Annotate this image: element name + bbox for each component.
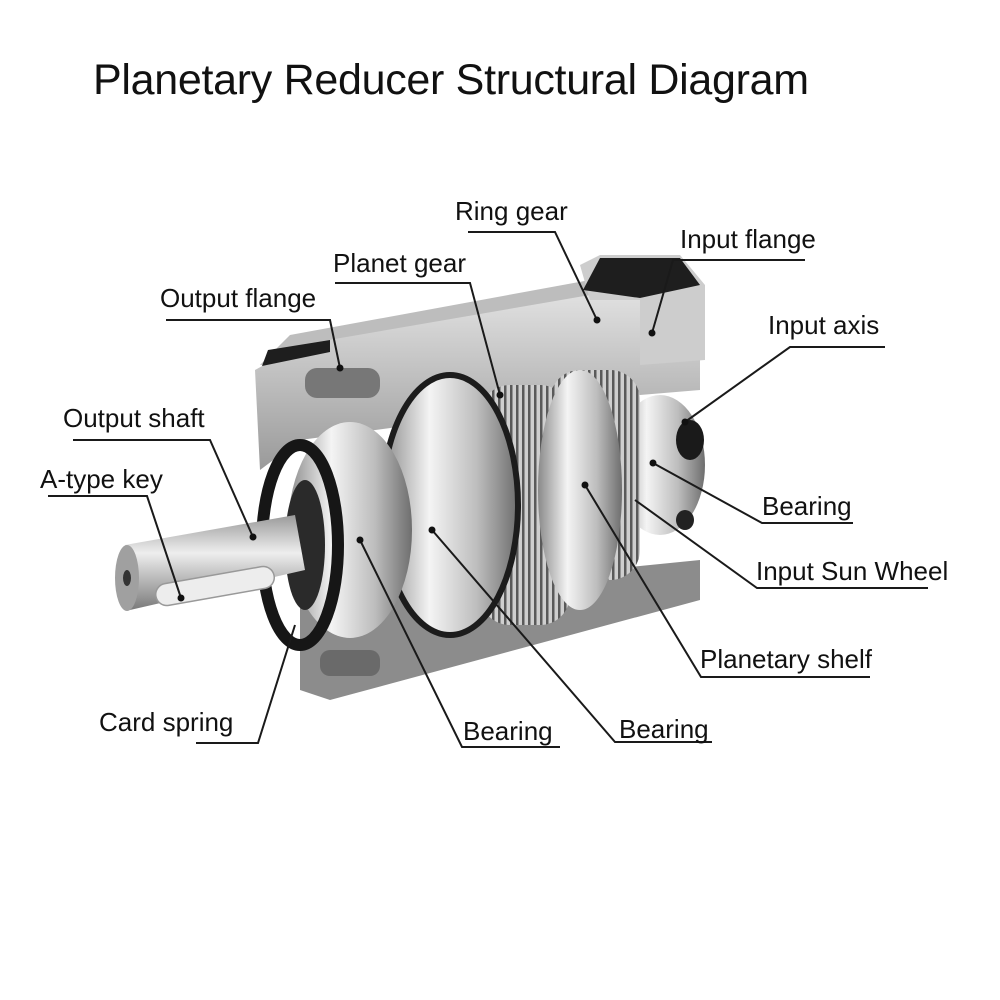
dot-bearing-front — [356, 536, 364, 544]
dot-planet-gear — [496, 391, 504, 399]
leader-ring-gear — [468, 231, 598, 321]
dot-planetary-shelf — [581, 481, 589, 489]
leader-input-sun-wheel — [634, 499, 928, 589]
output-seal — [285, 480, 325, 610]
leader-planetary-shelf — [584, 484, 870, 678]
leader-a-type-key — [48, 495, 182, 599]
label-card-spring: Card spring — [99, 707, 234, 737]
planetary-shelf-ring — [538, 370, 622, 610]
dot-input-axis — [681, 418, 689, 426]
label-output-flange: Output flange — [160, 283, 317, 313]
label-planet-gear: Planet gear — [333, 248, 466, 278]
diagram-title: Planetary Reducer Structural Diagram — [93, 56, 809, 104]
dot-a-type-key — [177, 594, 185, 602]
leader-lines — [48, 231, 928, 748]
label-input-flange: Input flange — [680, 224, 816, 254]
label-bearing-input: Bearing — [762, 491, 852, 521]
leader-output-flange — [166, 319, 341, 369]
label-a-type-key: A-type key — [40, 464, 163, 494]
output-flange-dark — [262, 340, 330, 366]
leader-input-flange — [651, 259, 805, 334]
output-shaft-center-hole — [123, 570, 131, 586]
label-bearing-middle: Bearing — [619, 714, 709, 744]
label-output-shaft: Output shaft — [63, 403, 205, 433]
dot-bearing-middle — [428, 526, 436, 534]
label-planetary-shelf: Planetary shelf — [700, 644, 872, 674]
dot-ring-gear — [593, 316, 601, 324]
label-input-axis: Input axis — [768, 310, 880, 340]
housing-upper-block — [255, 290, 700, 470]
input-axis-hole — [676, 420, 704, 460]
dot-bearing-input — [649, 459, 657, 467]
input-bearing-screw — [676, 510, 694, 530]
label-bearing-front: Bearing — [463, 716, 553, 746]
dot-input-flange — [648, 329, 656, 337]
label-input-sun-wheel: Input Sun Wheel — [756, 556, 949, 586]
label-ring-gear: Ring gear — [455, 196, 568, 226]
leader-planet-gear — [335, 282, 501, 396]
output-flange-bolt-hole — [305, 368, 380, 398]
leader-card-spring — [196, 624, 296, 744]
leader-bearing-input — [652, 462, 853, 524]
dot-output-flange — [336, 364, 344, 372]
leader-input-axis — [684, 346, 885, 423]
output-shaft-group — [115, 515, 305, 611]
leader-bearing-middle — [431, 529, 712, 743]
leader-output-shaft — [73, 439, 254, 538]
leader-bearing-front — [359, 539, 560, 748]
internals — [256, 370, 705, 651]
dot-output-shaft — [249, 533, 257, 541]
a-type-key-shape — [154, 565, 276, 607]
leader-dots — [177, 316, 689, 602]
output-flange-lower-hole — [320, 650, 380, 676]
